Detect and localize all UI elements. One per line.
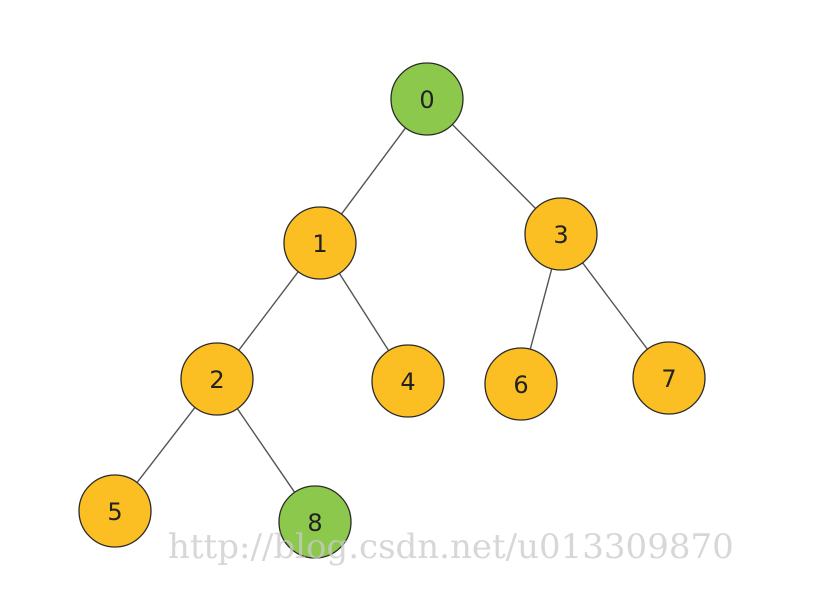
- node-label: 7: [661, 365, 676, 393]
- node-label: 8: [307, 509, 322, 537]
- watermark-text: http://blog.csdn.net/u013309870: [168, 527, 734, 567]
- tree-node-4: 4: [371, 344, 445, 418]
- tree-node-7: 7: [632, 341, 706, 415]
- node-label: 5: [107, 498, 122, 526]
- node-label: 3: [553, 221, 568, 249]
- edge-0-3: [451, 124, 537, 209]
- tree-node-2: 2: [180, 342, 254, 416]
- node-circle: [180, 342, 254, 416]
- node-label: 4: [400, 368, 415, 396]
- node-circle: [283, 206, 357, 280]
- node-circle: [78, 474, 152, 548]
- nodes-layer: 0 1 3 2 4 6 7 5 8: [78, 62, 706, 559]
- tree-node-5: 5: [78, 474, 152, 548]
- node-circle: [371, 344, 445, 418]
- node-label: 2: [209, 366, 224, 394]
- edges-layer: [136, 124, 648, 493]
- node-label: 1: [312, 230, 327, 258]
- edge-3-6: [529, 268, 553, 350]
- edge-3-7: [582, 262, 648, 350]
- edge-0-1: [340, 127, 407, 215]
- node-circle: [632, 341, 706, 415]
- node-label: 0: [419, 86, 434, 114]
- edge-2-8: [236, 408, 296, 493]
- edge-1-2: [238, 271, 299, 351]
- node-circle: [390, 62, 464, 136]
- node-circle: [524, 197, 598, 271]
- edge-2-5: [136, 407, 196, 483]
- tree-node-1: 1: [283, 206, 357, 280]
- tree-node-0: 0: [390, 62, 464, 136]
- node-circle: [484, 347, 558, 421]
- node-circle: [278, 485, 352, 559]
- tree-node-6: 6: [484, 347, 558, 421]
- tree-node-8: 8: [278, 485, 352, 559]
- node-label: 6: [513, 371, 528, 399]
- edge-1-4: [338, 272, 390, 352]
- tree-node-3: 3: [524, 197, 598, 271]
